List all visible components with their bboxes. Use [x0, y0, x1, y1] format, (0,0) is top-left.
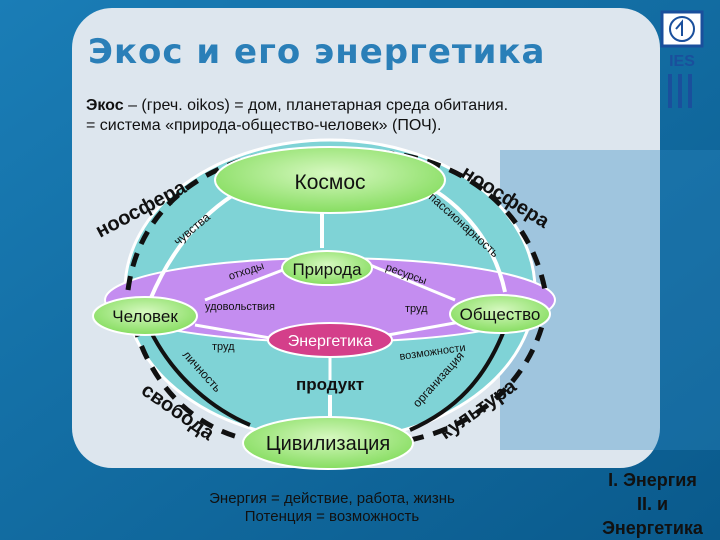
page-title: Экос и его энергетика — [88, 32, 546, 72]
definition-line-2: = система «природа-общество-человек» (ПО… — [86, 117, 442, 134]
arrow-human-energetics — [194, 323, 271, 340]
node-civilization — [242, 416, 414, 470]
side-note-line-1: I. Энергия — [608, 470, 697, 490]
logo-text: IES — [669, 53, 695, 70]
definition: Экос – (греч. oikos) = дом, планетарная … — [86, 96, 508, 136]
ies-logo: IES — [660, 10, 704, 108]
node-cosmos — [214, 146, 446, 214]
node-nature-label: Природа — [292, 260, 362, 279]
arrow-personality — [148, 329, 251, 427]
footer-notes: Энергия = действие, работа, жизнь Потенц… — [182, 490, 482, 526]
definition-line-1-rest: – (греч. oikos) = дом, планетарная среда… — [123, 97, 509, 114]
node-human — [92, 296, 198, 336]
arrow-nature-resources — [369, 263, 456, 302]
arc-bottom-right — [409, 314, 548, 443]
node-energetics-label: Энергетика — [288, 333, 373, 350]
node-energetics — [267, 322, 393, 358]
node-nature — [281, 250, 373, 286]
label-labor-right: труд — [405, 303, 428, 315]
node-civilization-label: Цивилизация — [266, 433, 390, 455]
side-note: I. Энергия II. и Энергетика — [585, 468, 720, 540]
footer-line-2: Потенция = возможность — [244, 508, 420, 525]
arrow-society-energetics — [387, 320, 461, 337]
arrow-organization — [409, 327, 507, 432]
node-human-label: Человек — [112, 307, 178, 326]
footer-line-1: Энергия = действие, работа, жизнь — [209, 490, 455, 507]
label-labor-left: труд — [212, 341, 235, 353]
arrow-nature-waste — [204, 266, 289, 302]
definition-term: Экос — [86, 97, 124, 114]
side-note-line-2: II. и — [636, 494, 669, 514]
node-cosmos-label: Космос — [294, 171, 365, 194]
definition-line-1: Экос – (греч. oikos) = дом, планетарная … — [86, 96, 508, 116]
node-society-label: Общество — [460, 305, 541, 324]
side-note-line-3: Энергетика — [602, 518, 703, 538]
node-society — [449, 294, 551, 334]
label-product: продукт — [296, 375, 364, 394]
label-pleasure: удовольствия — [205, 301, 275, 313]
